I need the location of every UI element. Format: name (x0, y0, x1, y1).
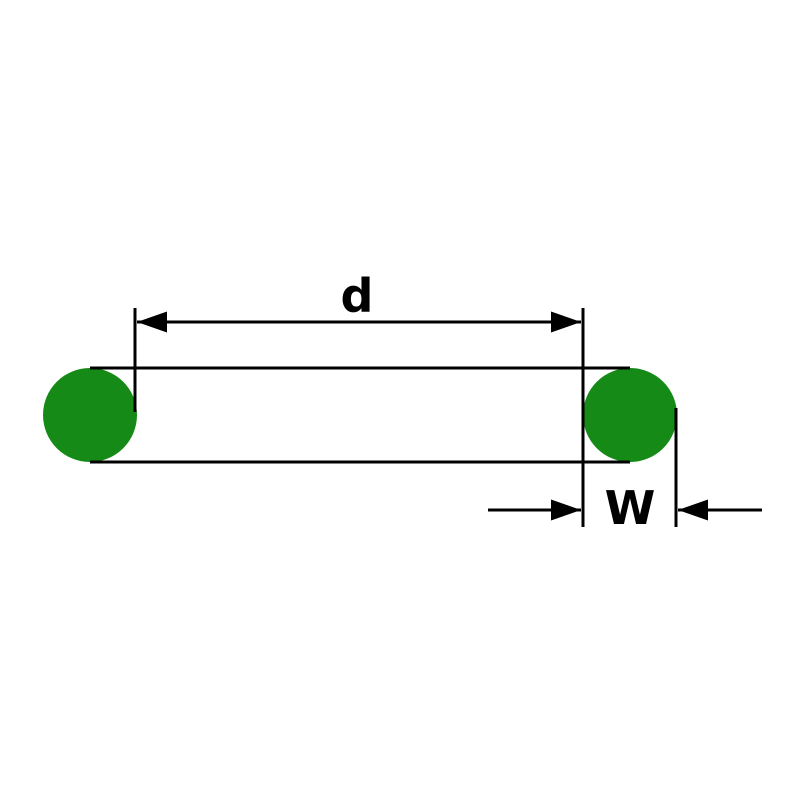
diameter-label: d (341, 269, 374, 323)
oring-cross-section-right (583, 368, 677, 462)
width-label: W (605, 481, 656, 535)
oring-cross-section-left (43, 368, 137, 462)
